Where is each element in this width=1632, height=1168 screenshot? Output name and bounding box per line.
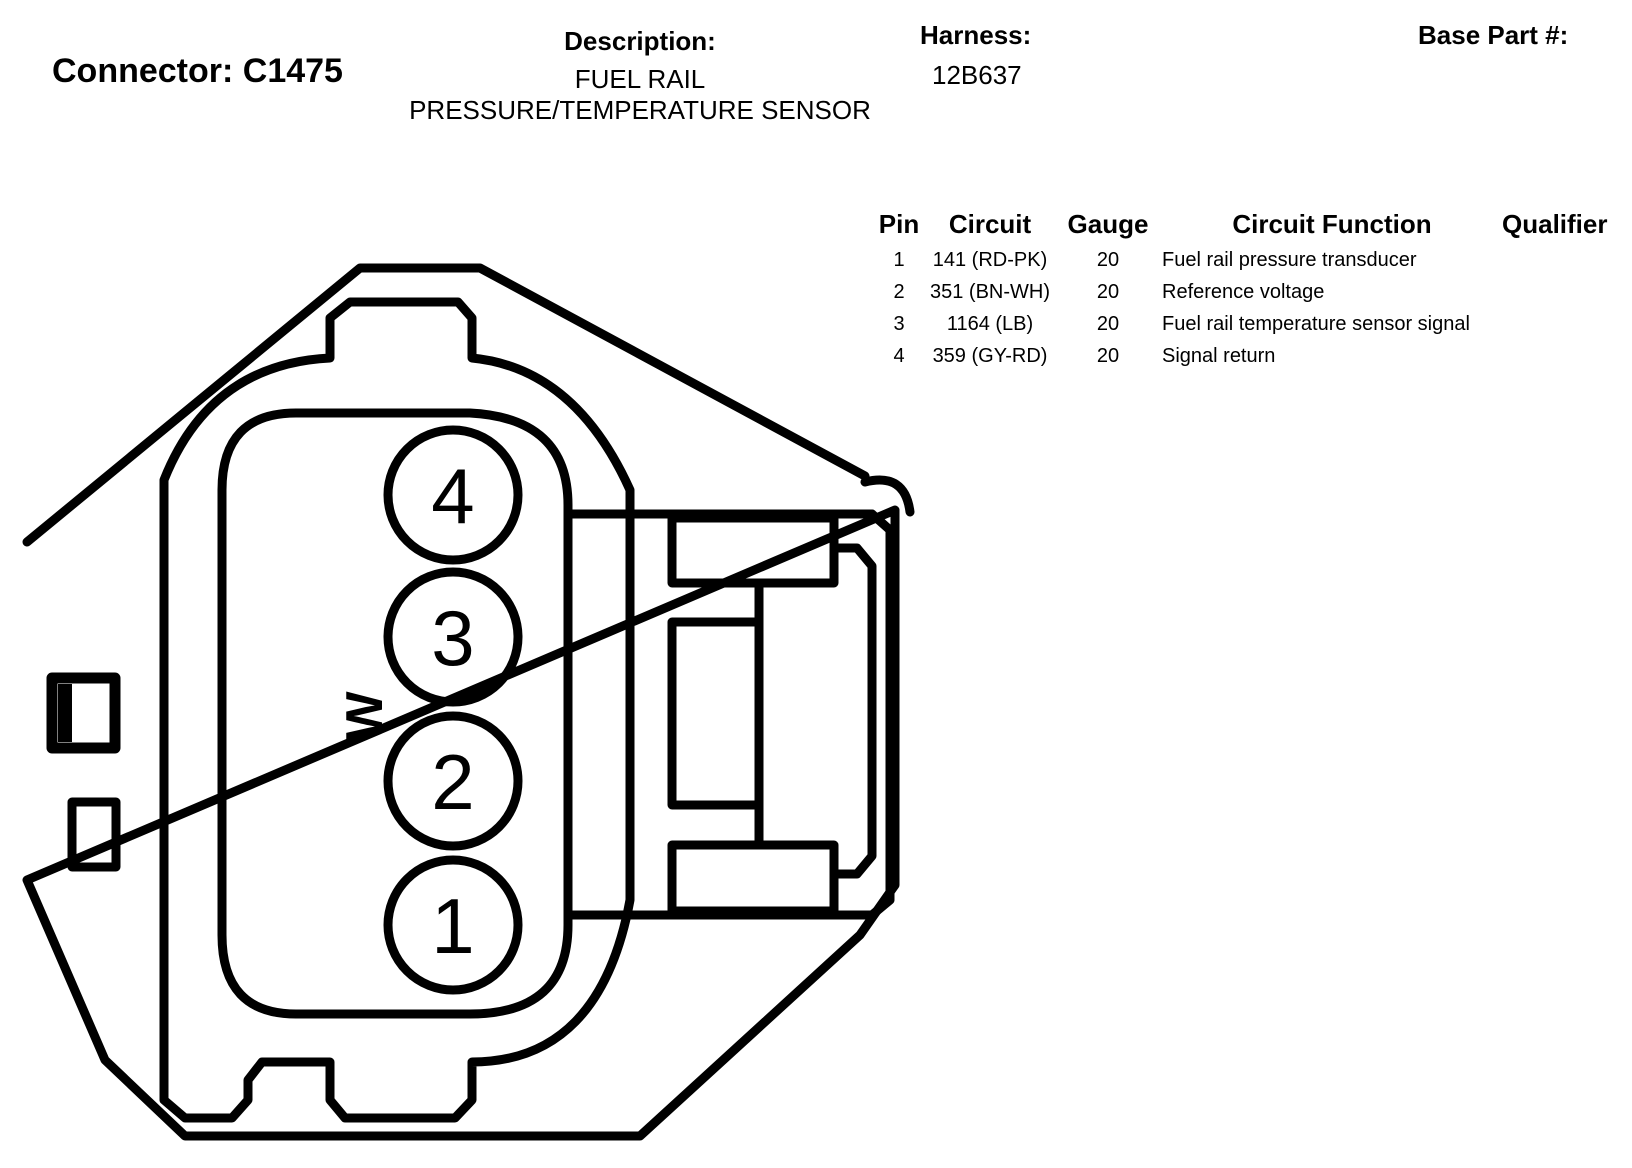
table-header-row: Pin Circuit Gauge Circuit Function Quali…: [872, 204, 1608, 244]
cell-gauge: 20: [1096, 312, 1120, 335]
header-gauge: Gauge: [1067, 208, 1149, 239]
description-label: Description:: [564, 26, 716, 56]
latch-arm: [829, 543, 877, 879]
cell-pin: 3: [893, 312, 905, 335]
pin-label-3: 3: [431, 594, 474, 682]
pin-label-4: 4: [431, 452, 474, 540]
cell-circuit: 141 (RD-PK): [932, 248, 1048, 271]
cell-gauge: 20: [1096, 248, 1120, 271]
latch-block-middle: [667, 617, 764, 810]
orientation-mark: W: [336, 691, 394, 741]
pin-label-1: 1: [431, 882, 474, 970]
cell-circuit: 1164 (LB): [946, 312, 1034, 335]
latch-outer: [867, 509, 895, 920]
cell-function: Signal return: [1162, 344, 1276, 367]
cell-circuit: 351 (BN-WH): [929, 280, 1050, 303]
table-row: 4 359 (GY-RD) 20 Signal return: [872, 340, 1607, 372]
table-row: 3 1164 (LB) 20 Fuel rail temperature sen…: [872, 308, 1607, 340]
cell-circuit: 359 (GY-RD): [932, 344, 1048, 367]
cell-gauge: 20: [1096, 280, 1120, 303]
header-qualifier: Qualifier: [1502, 208, 1608, 239]
base-part-label: Base Part #:: [1418, 20, 1569, 50]
side-tab-upper: [46, 672, 121, 754]
header-circuit-function: Circuit Function: [1232, 208, 1432, 239]
side-tab-fill: [58, 684, 72, 742]
connector-title: Connector: C1475: [52, 52, 343, 90]
header-pin: Pin: [878, 208, 920, 239]
harness-label: Harness:: [920, 20, 1032, 50]
latch-frame: [567, 509, 877, 920]
cell-pin: 4: [893, 344, 905, 367]
description-value: FUEL RAIL PRESSURE/TEMPERATURE SENSOR: [370, 64, 910, 126]
cell-gauge: 20: [1096, 344, 1120, 367]
pin-cavity: [217, 408, 573, 1019]
cell-function: Reference voltage: [1162, 280, 1325, 303]
table-row: 1 141 (RD-PK) 20 Fuel rail pressure tran…: [872, 244, 1607, 276]
pin-label-2: 2: [431, 738, 474, 826]
cell-function: Fuel rail pressure transducer: [1162, 248, 1417, 271]
cell-pin: 2: [893, 280, 905, 303]
table-row: 2 351 (BN-WH) 20 Reference voltage: [872, 276, 1607, 308]
pin-circle-3: [383, 567, 523, 707]
pin-circle-2: [383, 711, 523, 851]
side-tab-lower: [67, 797, 121, 872]
harness-value: 12B637: [932, 60, 1022, 90]
description-line-2: PRESSURE/TEMPERATURE SENSOR: [409, 95, 871, 125]
cell-pin: 1: [893, 248, 905, 271]
housing-corner: [860, 475, 915, 517]
header-circuit: Circuit: [948, 208, 1032, 239]
pin-circle-4: [383, 425, 523, 565]
description-line-1: FUEL RAIL: [574, 64, 706, 94]
latch-block-bottom: [667, 840, 839, 916]
cell-function: Fuel rail temperature sensor signal: [1162, 312, 1470, 335]
inner-body-outline: [159, 297, 635, 1123]
pin-circle-1: [383, 855, 523, 995]
pin-table: Pin Circuit Gauge Circuit Function Quali…: [872, 204, 1608, 372]
